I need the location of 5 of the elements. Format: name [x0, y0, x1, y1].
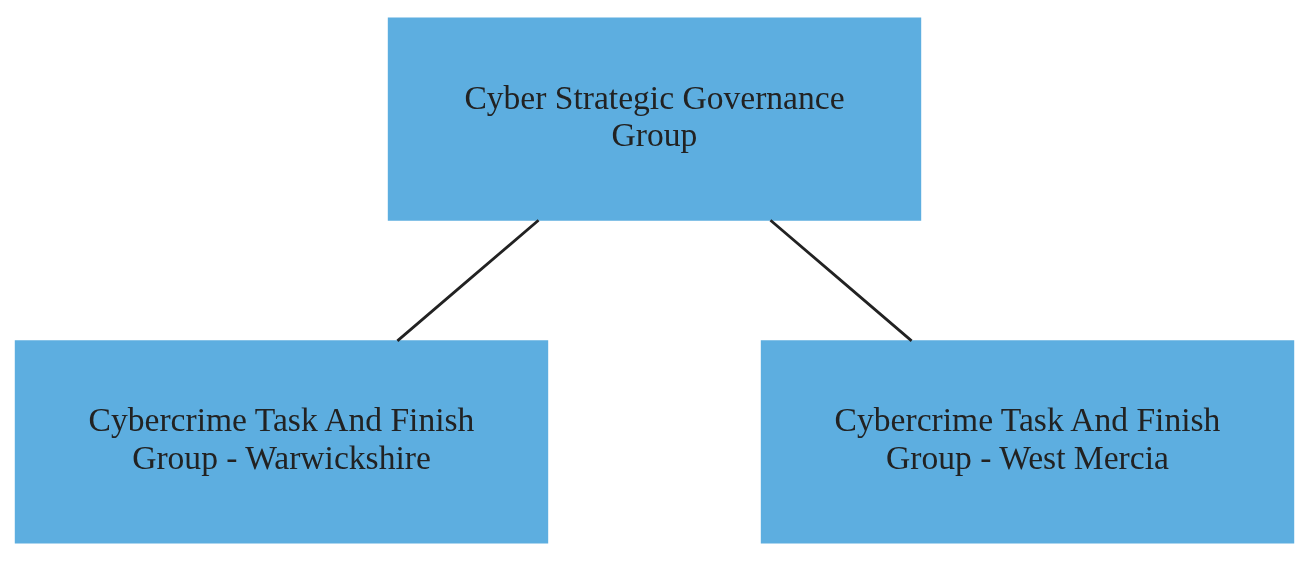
node-box: Cybercrime Task And Finish Group - West Mercia — [760, 340, 1295, 544]
connector — [769, 219, 913, 342]
connector — [396, 219, 540, 342]
node-box: Cybercrime Task And Finish Group - Warwickshire — [14, 340, 549, 544]
node-box: Cyber Strategic Governance Group — [387, 17, 922, 221]
